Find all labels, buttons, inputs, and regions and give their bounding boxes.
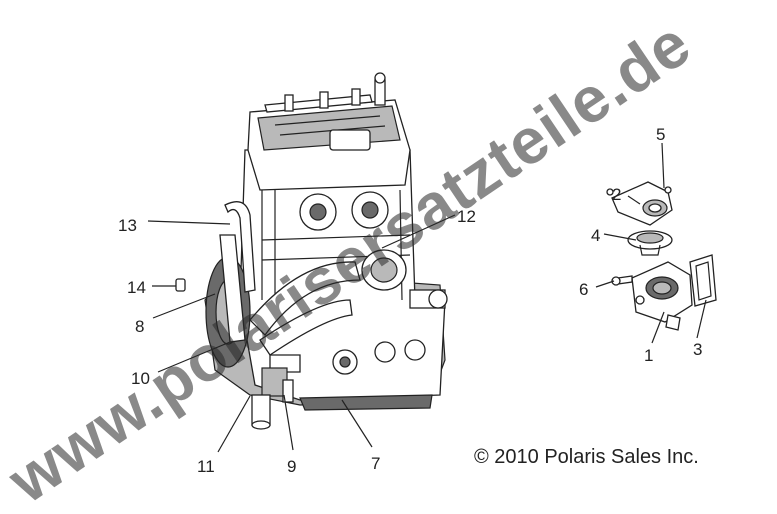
callout-2: 2 xyxy=(612,185,621,204)
callout-14: 14 xyxy=(127,278,146,297)
callout-4: 4 xyxy=(591,226,600,245)
bolts xyxy=(611,275,633,286)
callout-6: 6 xyxy=(579,280,588,299)
temperature-sensor xyxy=(175,278,186,292)
callout-5: 5 xyxy=(656,125,665,144)
leader-lines xyxy=(147,142,707,453)
housing-gasket xyxy=(689,254,717,307)
callout-13: 13 xyxy=(118,216,137,235)
callout-3: 3 xyxy=(693,340,702,359)
callout-8: 8 xyxy=(135,317,144,336)
copyright-text: © 2010 Polaris Sales Inc. xyxy=(474,446,699,468)
callout-1: 1 xyxy=(644,346,653,365)
callout-7: 7 xyxy=(371,454,380,473)
coolant-hoses xyxy=(219,201,361,373)
callout-9: 9 xyxy=(287,457,296,476)
callout-10: 10 xyxy=(131,369,150,388)
callout-11: 11 xyxy=(197,457,215,476)
callout-12: 12 xyxy=(457,207,476,226)
watermark-text: www.polarisersatzteile.de xyxy=(0,7,703,514)
water-pump xyxy=(251,367,294,430)
thermostat-cover xyxy=(606,181,673,226)
thermostat-housing xyxy=(631,261,693,331)
thermostat xyxy=(627,230,673,256)
callout-numbers: 1 2 3 4 5 6 7 8 9 10 11 12 13 14 xyxy=(118,125,702,476)
